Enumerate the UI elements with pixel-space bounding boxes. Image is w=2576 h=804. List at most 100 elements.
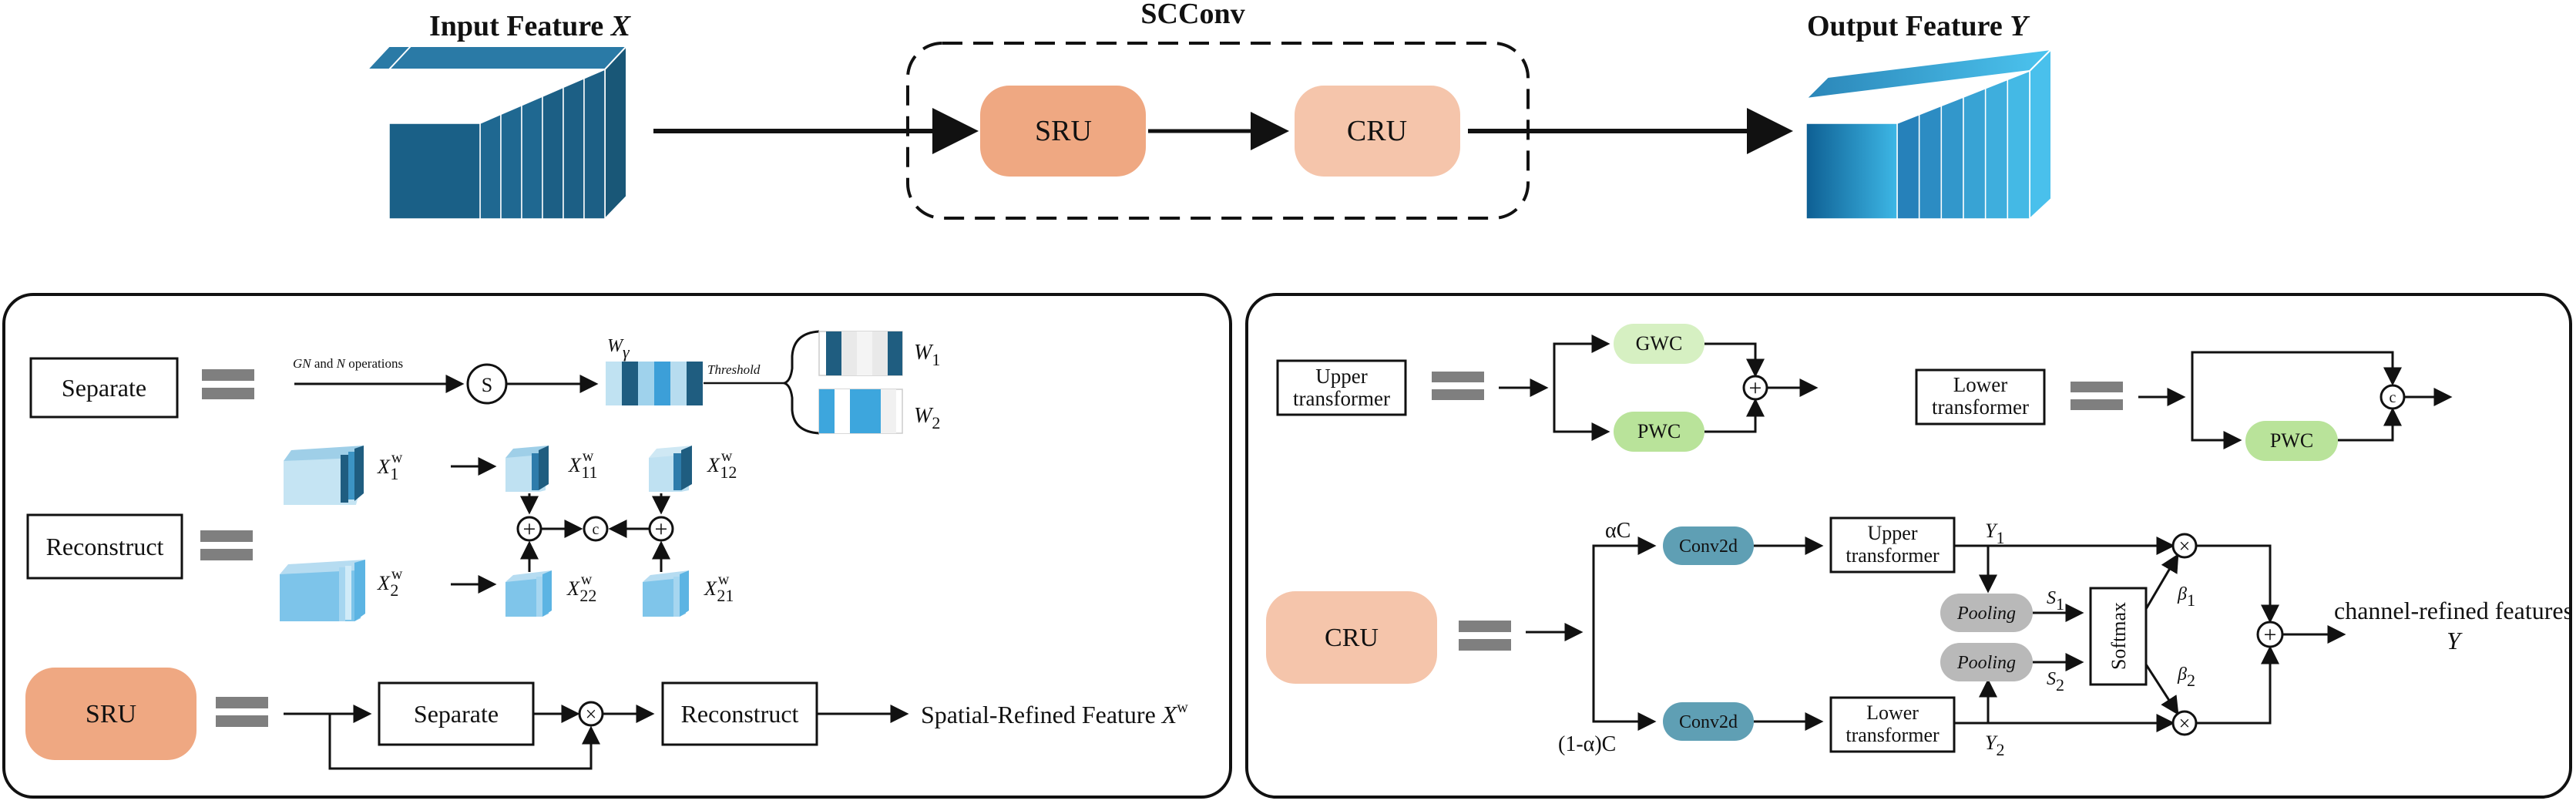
- cube-slice: [1918, 105, 1943, 220]
- cube-slice: [479, 113, 502, 220]
- output-feature-label: Output Feature Y: [1807, 10, 2030, 42]
- s2-label: S2: [2047, 669, 2064, 695]
- conv2d-upper-label: Conv2d: [1679, 537, 1738, 557]
- multiply-node: [578, 701, 604, 727]
- add-node-left: [516, 516, 542, 542]
- x11w-slab: [505, 446, 549, 492]
- arrow-lower-skip: [2191, 351, 2402, 397]
- reconstruct-box-label: Reconstruct: [46, 533, 164, 560]
- softmax-label: Softmax: [2107, 602, 2130, 670]
- multiply-node-upper: [2171, 533, 2198, 559]
- pooling-lower-label: Pooling: [1956, 653, 2016, 673]
- cube-slice: [2007, 69, 2030, 220]
- separate-box: [29, 357, 179, 419]
- cube-slice: [1940, 96, 1964, 220]
- w2-label: W2: [914, 404, 940, 432]
- upper-transformer-line1: Upper: [1315, 365, 1367, 388]
- softmax-box: [2089, 587, 2148, 686]
- cube-slice: [563, 77, 585, 220]
- equals-sign-upper: [1432, 372, 1484, 400]
- pwc-label-lower: PWC: [2270, 429, 2313, 452]
- arrow-to-gwc: [1553, 335, 1610, 432]
- cube-slice: [1963, 87, 1987, 220]
- pwc-label-upper: PWC: [1637, 420, 1681, 442]
- multiply-upper-symbol: ×: [2179, 535, 2191, 557]
- sigmoid-symbol: S: [482, 374, 492, 396]
- cube-slice: [583, 68, 606, 220]
- cru-upper-transformer: [1829, 516, 1956, 574]
- lower-concat-symbol: c: [2390, 389, 2396, 406]
- upper-transformer-box: [1276, 359, 1407, 416]
- cru-upper-transformer-line2: transformer: [1846, 544, 1940, 567]
- multiply-lower-symbol: ×: [2179, 712, 2191, 735]
- one-minus-alpha-c-label: (1-α)C: [1558, 732, 1616, 756]
- arrow-to-conv-upper: [1592, 537, 1657, 632]
- lower-transformer-line1: Lower: [1953, 373, 2007, 396]
- input-feature-label: Input Feature X: [429, 10, 632, 42]
- equals-sign-reconstruct: [200, 530, 253, 560]
- sru-rounded-label: SRU: [86, 700, 136, 728]
- cru-lower-transformer-line2: transformer: [1846, 724, 1940, 746]
- cube-slice: [521, 95, 543, 220]
- skip-connection: [328, 714, 600, 770]
- arrow-mult-upper-to-add: [2197, 544, 2279, 624]
- cru-lower-transformer-line1: Lower: [1866, 701, 1919, 724]
- concat-node-symbol: c: [593, 521, 599, 538]
- multiply-node-symbol: ×: [586, 703, 597, 725]
- arrow-to-conv-lower: [1592, 632, 1657, 731]
- arrow-gwc-to-add: [1704, 342, 1765, 378]
- cru-upper-transformer-line1: Upper: [1868, 522, 1918, 544]
- threshold-brace: [781, 330, 820, 435]
- pwc-block-lower: [2245, 421, 2338, 461]
- sru-reconstruct-box: [661, 681, 818, 746]
- pooling-lower: [1940, 643, 2033, 681]
- scconv-title: SCConv: [1140, 0, 1244, 30]
- equals-sign-lower: [2071, 382, 2123, 410]
- w1-label: W1: [914, 341, 940, 369]
- spatial-refined-label: Spatial-Refined Feature Xw: [921, 699, 1188, 728]
- sigmoid-node: [466, 363, 508, 405]
- alpha-c-label: αC: [1605, 519, 1631, 543]
- w-gamma-weights: [606, 362, 703, 405]
- arrow-beta1: [2144, 553, 2179, 610]
- arrow-mult-lower-to-add: [2197, 645, 2279, 725]
- sru-block-label: SRU: [1035, 115, 1092, 147]
- cube-slice: [542, 86, 564, 220]
- x22w-slab: [505, 570, 552, 617]
- conv2d-lower: [1663, 702, 1754, 741]
- gwc-label: GWC: [1636, 332, 1683, 355]
- x1w-slab: [284, 446, 364, 505]
- gn-operations-label: GN and N operations: [293, 356, 403, 371]
- equals-sign-cru: [1459, 621, 1511, 651]
- cru-block: [1295, 86, 1460, 177]
- add-node-right: [648, 516, 674, 542]
- final-add-symbol: +: [2264, 622, 2277, 648]
- w1-weights: [818, 331, 903, 376]
- cube-slice: [1896, 113, 1920, 220]
- s1-label: S1: [2047, 588, 2064, 614]
- add-node-left-symbol: +: [523, 516, 536, 542]
- channel-refined-var: Y: [2447, 627, 2463, 654]
- sru-rounded-block: [25, 668, 196, 760]
- upper-add-symbol: +: [1749, 375, 1762, 401]
- sru-reconstruct-label: Reconstruct: [681, 700, 799, 728]
- arrow-pwc-to-add: [1704, 398, 1765, 433]
- pooling-upper: [1940, 594, 2033, 632]
- sru-separate-box: [378, 681, 535, 746]
- upper-transformer-line2: transformer: [1293, 387, 1390, 410]
- upper-add-node: [1742, 375, 1768, 401]
- input-feature-cube: [365, 44, 629, 221]
- arrow-to-pwc-lower: [2191, 397, 2242, 449]
- reconstruct-box: [26, 513, 183, 580]
- w2-weights: [818, 389, 903, 434]
- threshold-label: Threshold: [707, 362, 761, 377]
- pwc-block-upper: [1614, 412, 1704, 452]
- beta1-label: β1: [2177, 584, 2195, 610]
